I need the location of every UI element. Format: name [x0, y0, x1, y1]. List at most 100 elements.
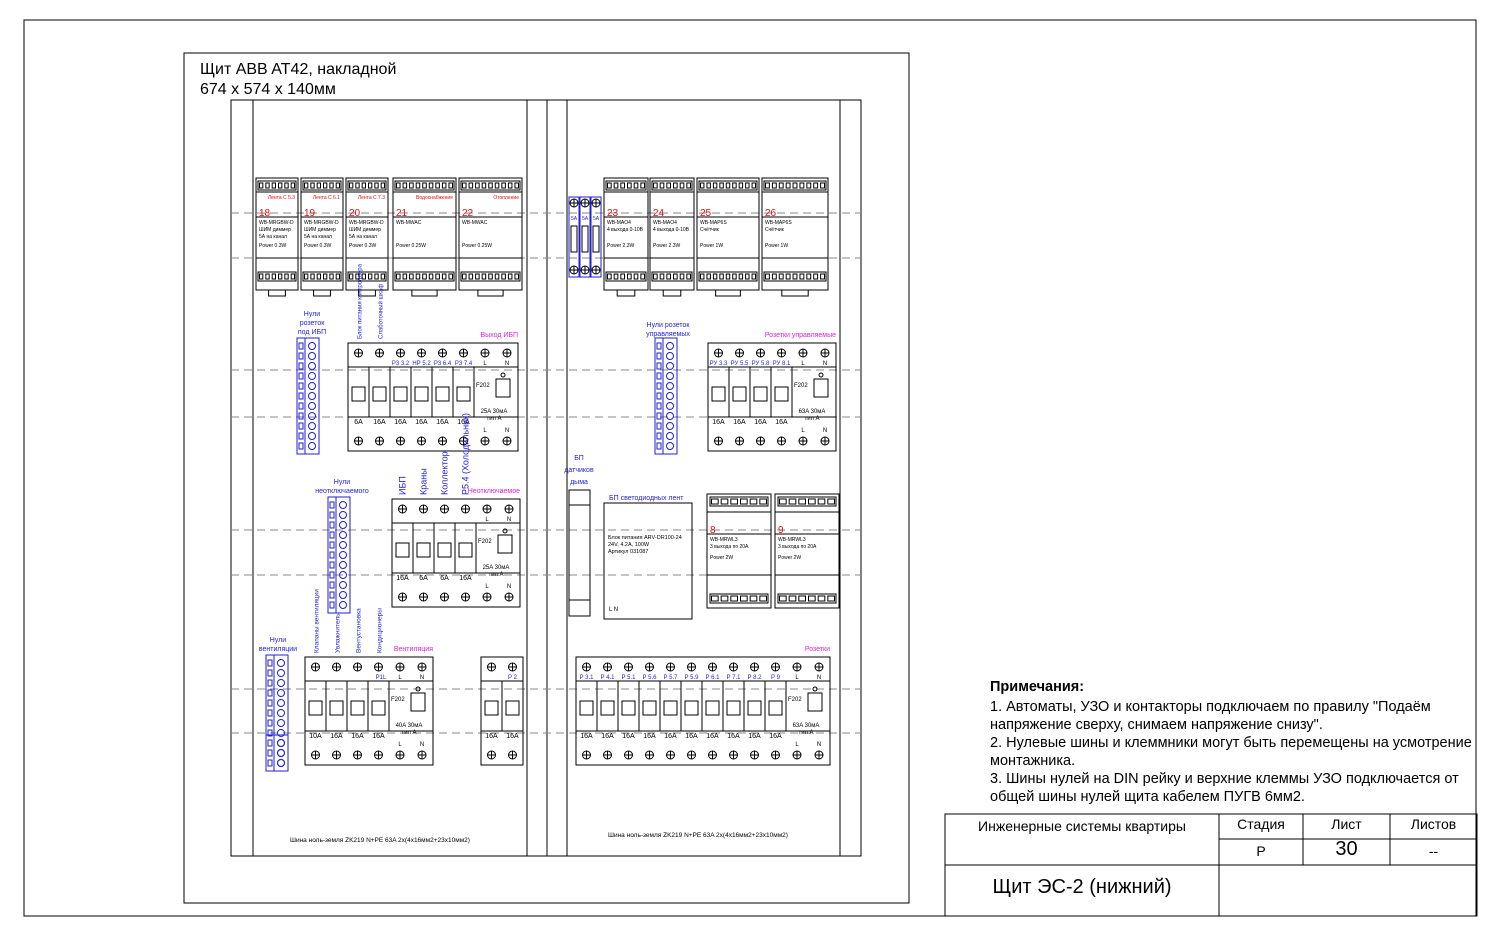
panel-frame [183, 52, 910, 904]
rcd-type: тип А [798, 730, 813, 736]
breaker-top-screw-icon [353, 662, 362, 672]
breaker-toggle [414, 386, 429, 402]
breaker-bottom-screw-icon [735, 436, 744, 446]
relay-number: 8 [710, 525, 716, 536]
module-top-label: Лента С 7.3 [358, 195, 385, 201]
breaker-rating: 16А [436, 419, 449, 426]
circuit-mark: РУ 5.5 [731, 361, 749, 367]
module-desc1: Счётчик [765, 227, 785, 233]
connector-pin [659, 182, 665, 189]
neutral-clip [267, 689, 273, 697]
relay-desc: 3 выхода по 20А [778, 544, 817, 550]
neutral-clip [298, 422, 304, 430]
module-number: 22 [462, 208, 474, 219]
breaker-top-screw-icon [771, 662, 780, 672]
connector-pin [666, 273, 671, 280]
rcd-rating: 25A 30мА [481, 409, 508, 415]
rcd-bottom-screw-icon [504, 592, 514, 602]
neutral-clip [298, 362, 304, 370]
title-stage: Р [1256, 843, 1266, 859]
rcd-l: L [795, 675, 799, 681]
neutral-screw-icon [277, 659, 285, 667]
connector-pin [732, 273, 737, 280]
neutral-clip [656, 372, 662, 380]
connector-pin [620, 273, 625, 280]
connector-pin [271, 182, 276, 189]
connector-strip [651, 271, 693, 282]
breaker-bottom-screw-icon [771, 750, 780, 760]
connector-strip [777, 593, 837, 604]
neutral-screw-icon [277, 729, 285, 737]
connector-pin [740, 498, 748, 505]
module-power: Power 2.3W [607, 243, 635, 249]
connector-strip [698, 271, 758, 282]
led-psu-body [603, 502, 693, 620]
breaker-rating: 16А [485, 733, 498, 740]
group-title: Выход ИБП [480, 332, 518, 339]
breaker-toggle [768, 700, 783, 716]
connector-pin [686, 182, 691, 189]
module-model: WB-MAO4 [607, 220, 631, 226]
rcd-bottom-screw-icon [798, 436, 808, 446]
rcd-top-screw-icon [814, 662, 824, 672]
breaker-rating: 6А [419, 575, 428, 582]
breaker-bottom-screw-icon [687, 750, 696, 760]
neutral-clip [267, 669, 273, 677]
breaker-top-screw-icon [750, 662, 759, 672]
neutral-bar-body [335, 496, 351, 614]
module-model: WB-MRGBW-D [259, 220, 294, 226]
connector-pin [265, 182, 270, 189]
connector-pin [765, 273, 770, 280]
module-body [603, 177, 649, 291]
connector-strip [347, 180, 387, 191]
breaker-rating: 16А [373, 419, 386, 426]
neutral-screw-icon [666, 432, 674, 440]
vertical-label: Р5.4 (Холодильник) [461, 413, 471, 495]
module-number: 18 [259, 208, 271, 219]
rcd-test-icon [500, 372, 506, 378]
neutral-bar-label: неотключаемого [315, 488, 369, 495]
connector-pin [653, 273, 658, 280]
rcd-rating: 25A 30мА [483, 565, 510, 571]
connector-pin [507, 273, 513, 280]
rcd-l: L [801, 361, 805, 367]
relay-model: WB-MRWL3 [778, 537, 806, 543]
connector-pin [749, 595, 758, 602]
neutral-clip [298, 392, 304, 400]
smoke-psu-label-2: датчиков [564, 467, 594, 474]
breaker-top-screw-icon [438, 348, 447, 358]
connector-strip [302, 180, 342, 191]
module-clip [662, 289, 682, 297]
neutral-clip [267, 749, 273, 757]
vertical-label: Слаботочный шкаф [378, 284, 385, 339]
group-title: Вентиляция [394, 646, 433, 653]
rcd-bottom-screw-icon [480, 436, 490, 446]
neutral-screw-icon [308, 422, 316, 430]
connector-strip [698, 180, 758, 191]
breaker-bottom-screw-icon [353, 750, 362, 760]
relay-desc: 3 выхода по 20А [710, 544, 749, 550]
terminal-row-bottom [575, 730, 831, 766]
breaker-toggle [395, 542, 410, 558]
breaker-bottom-screw-icon [708, 750, 717, 760]
terminal-row-bottom [707, 416, 837, 452]
neutral-screw-icon [277, 749, 285, 757]
rcd-bottom-screw-icon [502, 436, 512, 446]
module-number: 26 [765, 208, 777, 219]
connector-pin [679, 273, 685, 280]
breaker-rating: 16А [396, 575, 409, 582]
connector-pin [798, 498, 806, 505]
neutral-screw-icon [277, 739, 285, 747]
connector-strip [651, 180, 693, 191]
neutral-screw-icon [339, 591, 347, 599]
connector-pin [711, 498, 719, 505]
rcd-l: L [483, 361, 487, 367]
neutral-screw-icon [277, 689, 285, 697]
module-clip [268, 289, 286, 297]
